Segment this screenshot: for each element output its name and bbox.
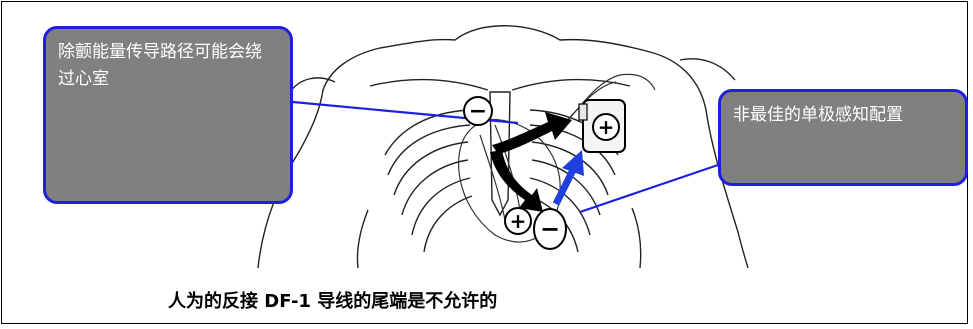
lower-minus-symbol: − — [540, 215, 560, 243]
callout-sensing-config-text: 非最佳的单极感知配置 — [733, 105, 903, 125]
generator-plus-symbol: + — [598, 115, 615, 139]
callout-sensing-config: 非最佳的单极感知配置 — [718, 89, 968, 186]
callout-energy-path: 除颤能量传导路径可能会绕过心室 — [43, 26, 293, 204]
upper-minus-symbol: − — [469, 99, 487, 124]
callout-right-pointer — [580, 165, 718, 212]
diagram-caption: 人为的反接 DF-1 导线的尾端是不允许的 — [0, 287, 973, 313]
callout-energy-path-text: 除颤能量传导路径可能会绕过心室 — [58, 42, 262, 89]
lower-plus-symbol: + — [510, 209, 527, 233]
blue-arrow-icon — [556, 150, 584, 204]
